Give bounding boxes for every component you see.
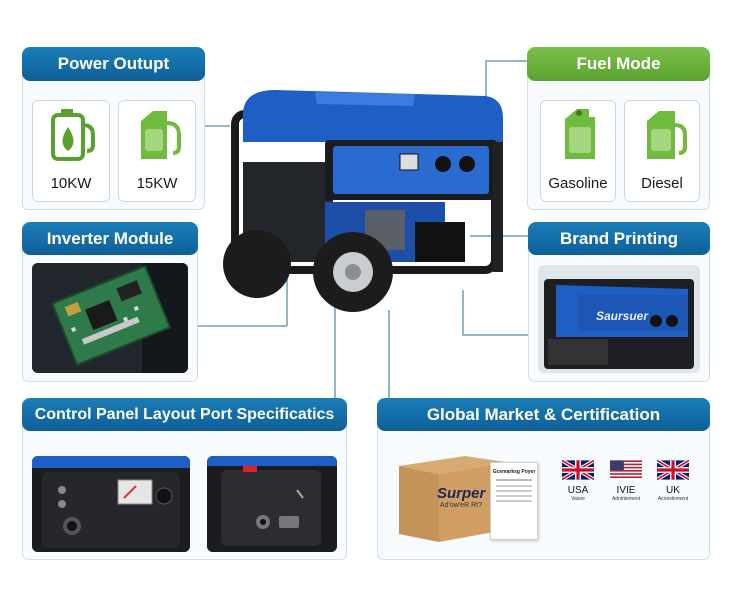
flag-item-uk: UK Aconstioment: [651, 458, 695, 506]
connector-line: [485, 60, 527, 62]
brand-text: Saursuer: [596, 309, 649, 323]
flag-sublabel: Vaisre: [571, 496, 585, 502]
power-option-label: 10KW: [50, 175, 92, 192]
global-market-header: Global Market & Certification: [377, 398, 710, 431]
connector-line: [485, 60, 487, 130]
power-option-label: 15KW: [136, 175, 178, 192]
diesel-can-icon: [647, 111, 687, 159]
connector-line: [462, 334, 528, 336]
fuel-mode-header: Fuel Mode: [527, 47, 710, 81]
fuel-option-label: Gasoline: [548, 175, 608, 192]
gas-can-icon: [565, 109, 595, 159]
fuel-option-diesel[interactable]: Diesel: [624, 100, 700, 202]
connector-line: [198, 125, 230, 127]
certificate-title: Gcemarksg Poyer: [492, 469, 536, 475]
fuel-can-icon: [141, 111, 181, 159]
uk-flag-icon: [656, 458, 690, 482]
box-sub-text: Ad'ow'eR Rt?: [440, 502, 482, 509]
fuel-option-label: Diesel: [641, 175, 683, 192]
flag-label: USA: [567, 485, 589, 496]
usa-flag-icon: [610, 460, 642, 480]
flag-label: IVIE: [616, 485, 636, 496]
inverter-module-header: Inverter Module: [22, 222, 198, 255]
control-panel-header: Control Panel Layout Port Specificatics: [22, 398, 347, 431]
box-brand-text: Surper: [437, 485, 486, 502]
control-panel-image-right: [207, 456, 337, 552]
connector-line: [462, 290, 464, 336]
inverter-board-image: [32, 263, 188, 373]
certificate-document: Gcemarksg Poyer: [490, 462, 538, 540]
generator-image: [223, 90, 503, 312]
flag-item-ivie: IVIE Adnintement: [604, 460, 648, 506]
power-output-header: Power Outupt: [22, 47, 205, 81]
flag-sublabel: Adnintement: [611, 496, 641, 502]
uk-flag-icon: [561, 458, 595, 482]
connector-line: [388, 310, 390, 400]
power-option-15kw[interactable]: 15KW: [118, 100, 196, 202]
connector-line: [286, 250, 288, 326]
shipping-box-image: [399, 456, 505, 542]
flag-sublabel: Aconstioment: [657, 496, 689, 502]
connector-line: [334, 300, 336, 400]
flag-label: UK: [666, 485, 680, 496]
flag-item-usa: USA Vaisre: [560, 458, 596, 506]
brand-printing-image: Saursuer: [538, 265, 700, 373]
power-option-10kw[interactable]: 10KW: [32, 100, 110, 202]
connector-line: [197, 325, 287, 327]
fuel-can-leaf-icon: [51, 109, 95, 161]
control-panel-image-left: [32, 456, 190, 552]
brand-printing-header: Brand Printing: [528, 222, 710, 255]
fuel-option-gasoline[interactable]: Gasoline: [540, 100, 616, 202]
